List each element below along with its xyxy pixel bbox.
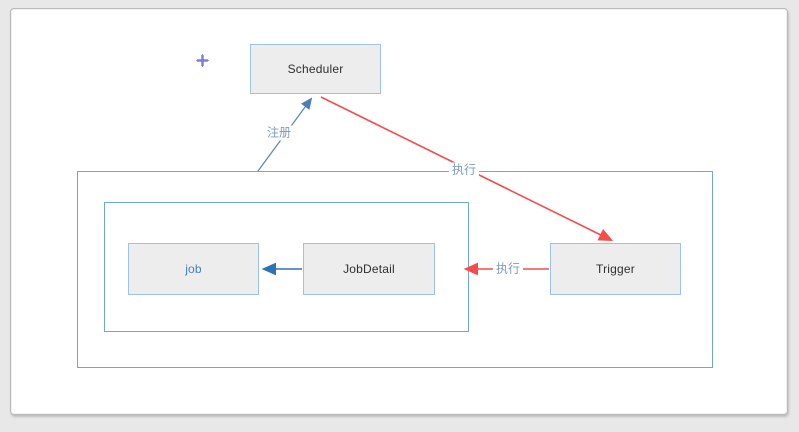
node-scheduler-label: Scheduler [287, 62, 344, 76]
diagram-page: Scheduler job JobDetail Trigger 注册 执行 执行 [10, 8, 788, 415]
crosshair-plus-icon [196, 54, 209, 67]
edge-label-execute-side: 执行 [492, 261, 524, 277]
node-trigger-label: Trigger [596, 262, 635, 276]
node-job-label: job [185, 262, 202, 276]
edge-label-execute-top: 执行 [448, 162, 480, 178]
node-jobdetail-label: JobDetail [343, 262, 395, 276]
node-jobdetail[interactable]: JobDetail [303, 243, 435, 295]
edge-label-register: 注册 [263, 125, 295, 141]
node-scheduler[interactable]: Scheduler [250, 44, 381, 94]
node-job[interactable]: job [128, 243, 259, 295]
node-trigger[interactable]: Trigger [550, 243, 681, 295]
